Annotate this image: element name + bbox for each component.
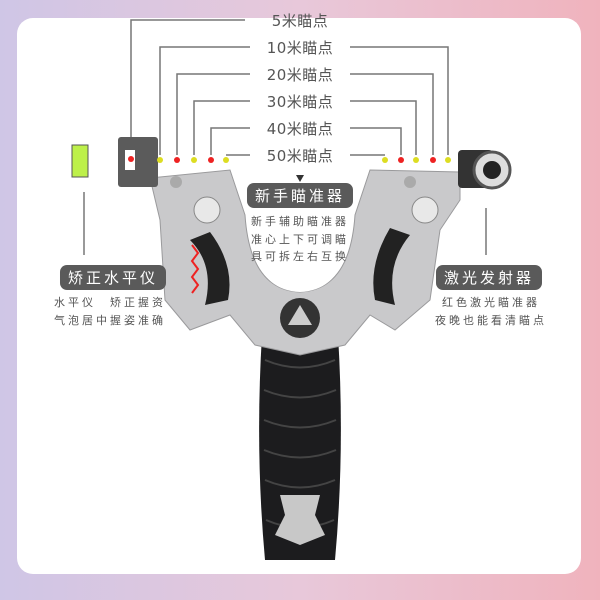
aim-point-label: 10米瞄点 [266,39,334,57]
feature-desc: 水平仪 矫正握资 [54,296,166,309]
aim-point-label: 20米瞄点 [266,66,334,84]
feature-badge-laser: 激光发射器 [435,265,543,290]
feature-desc: 准心上下可调瞄 [251,233,349,246]
aim-point-label: 50米瞄点 [266,147,334,165]
feature-desc: 夜晚也能看清瞄点 [435,314,547,327]
paracord-handle [259,335,341,560]
lower-ring [275,495,325,545]
feature-desc: 气泡居中握姿准确 [54,314,166,327]
slingshot-frame [149,169,461,356]
level-bubble [71,144,89,178]
feature-desc: 新手辅助瞄准器 [251,215,349,228]
aim-point-label: 40米瞄点 [266,120,334,138]
sight-pins [128,156,451,163]
aim-point-label: 5米瞄点 [271,12,329,30]
leader-lines [83,19,487,255]
feature-desc: 红色激光瞄准器 [442,296,540,309]
aim-point-label: 30米瞄点 [266,93,334,111]
feature-badge-sight: 新手瞄准器 [246,183,354,208]
feature-badge-level: 矫正水平仪 [59,265,167,290]
feature-desc: 具可拆左右互换 [251,250,349,263]
